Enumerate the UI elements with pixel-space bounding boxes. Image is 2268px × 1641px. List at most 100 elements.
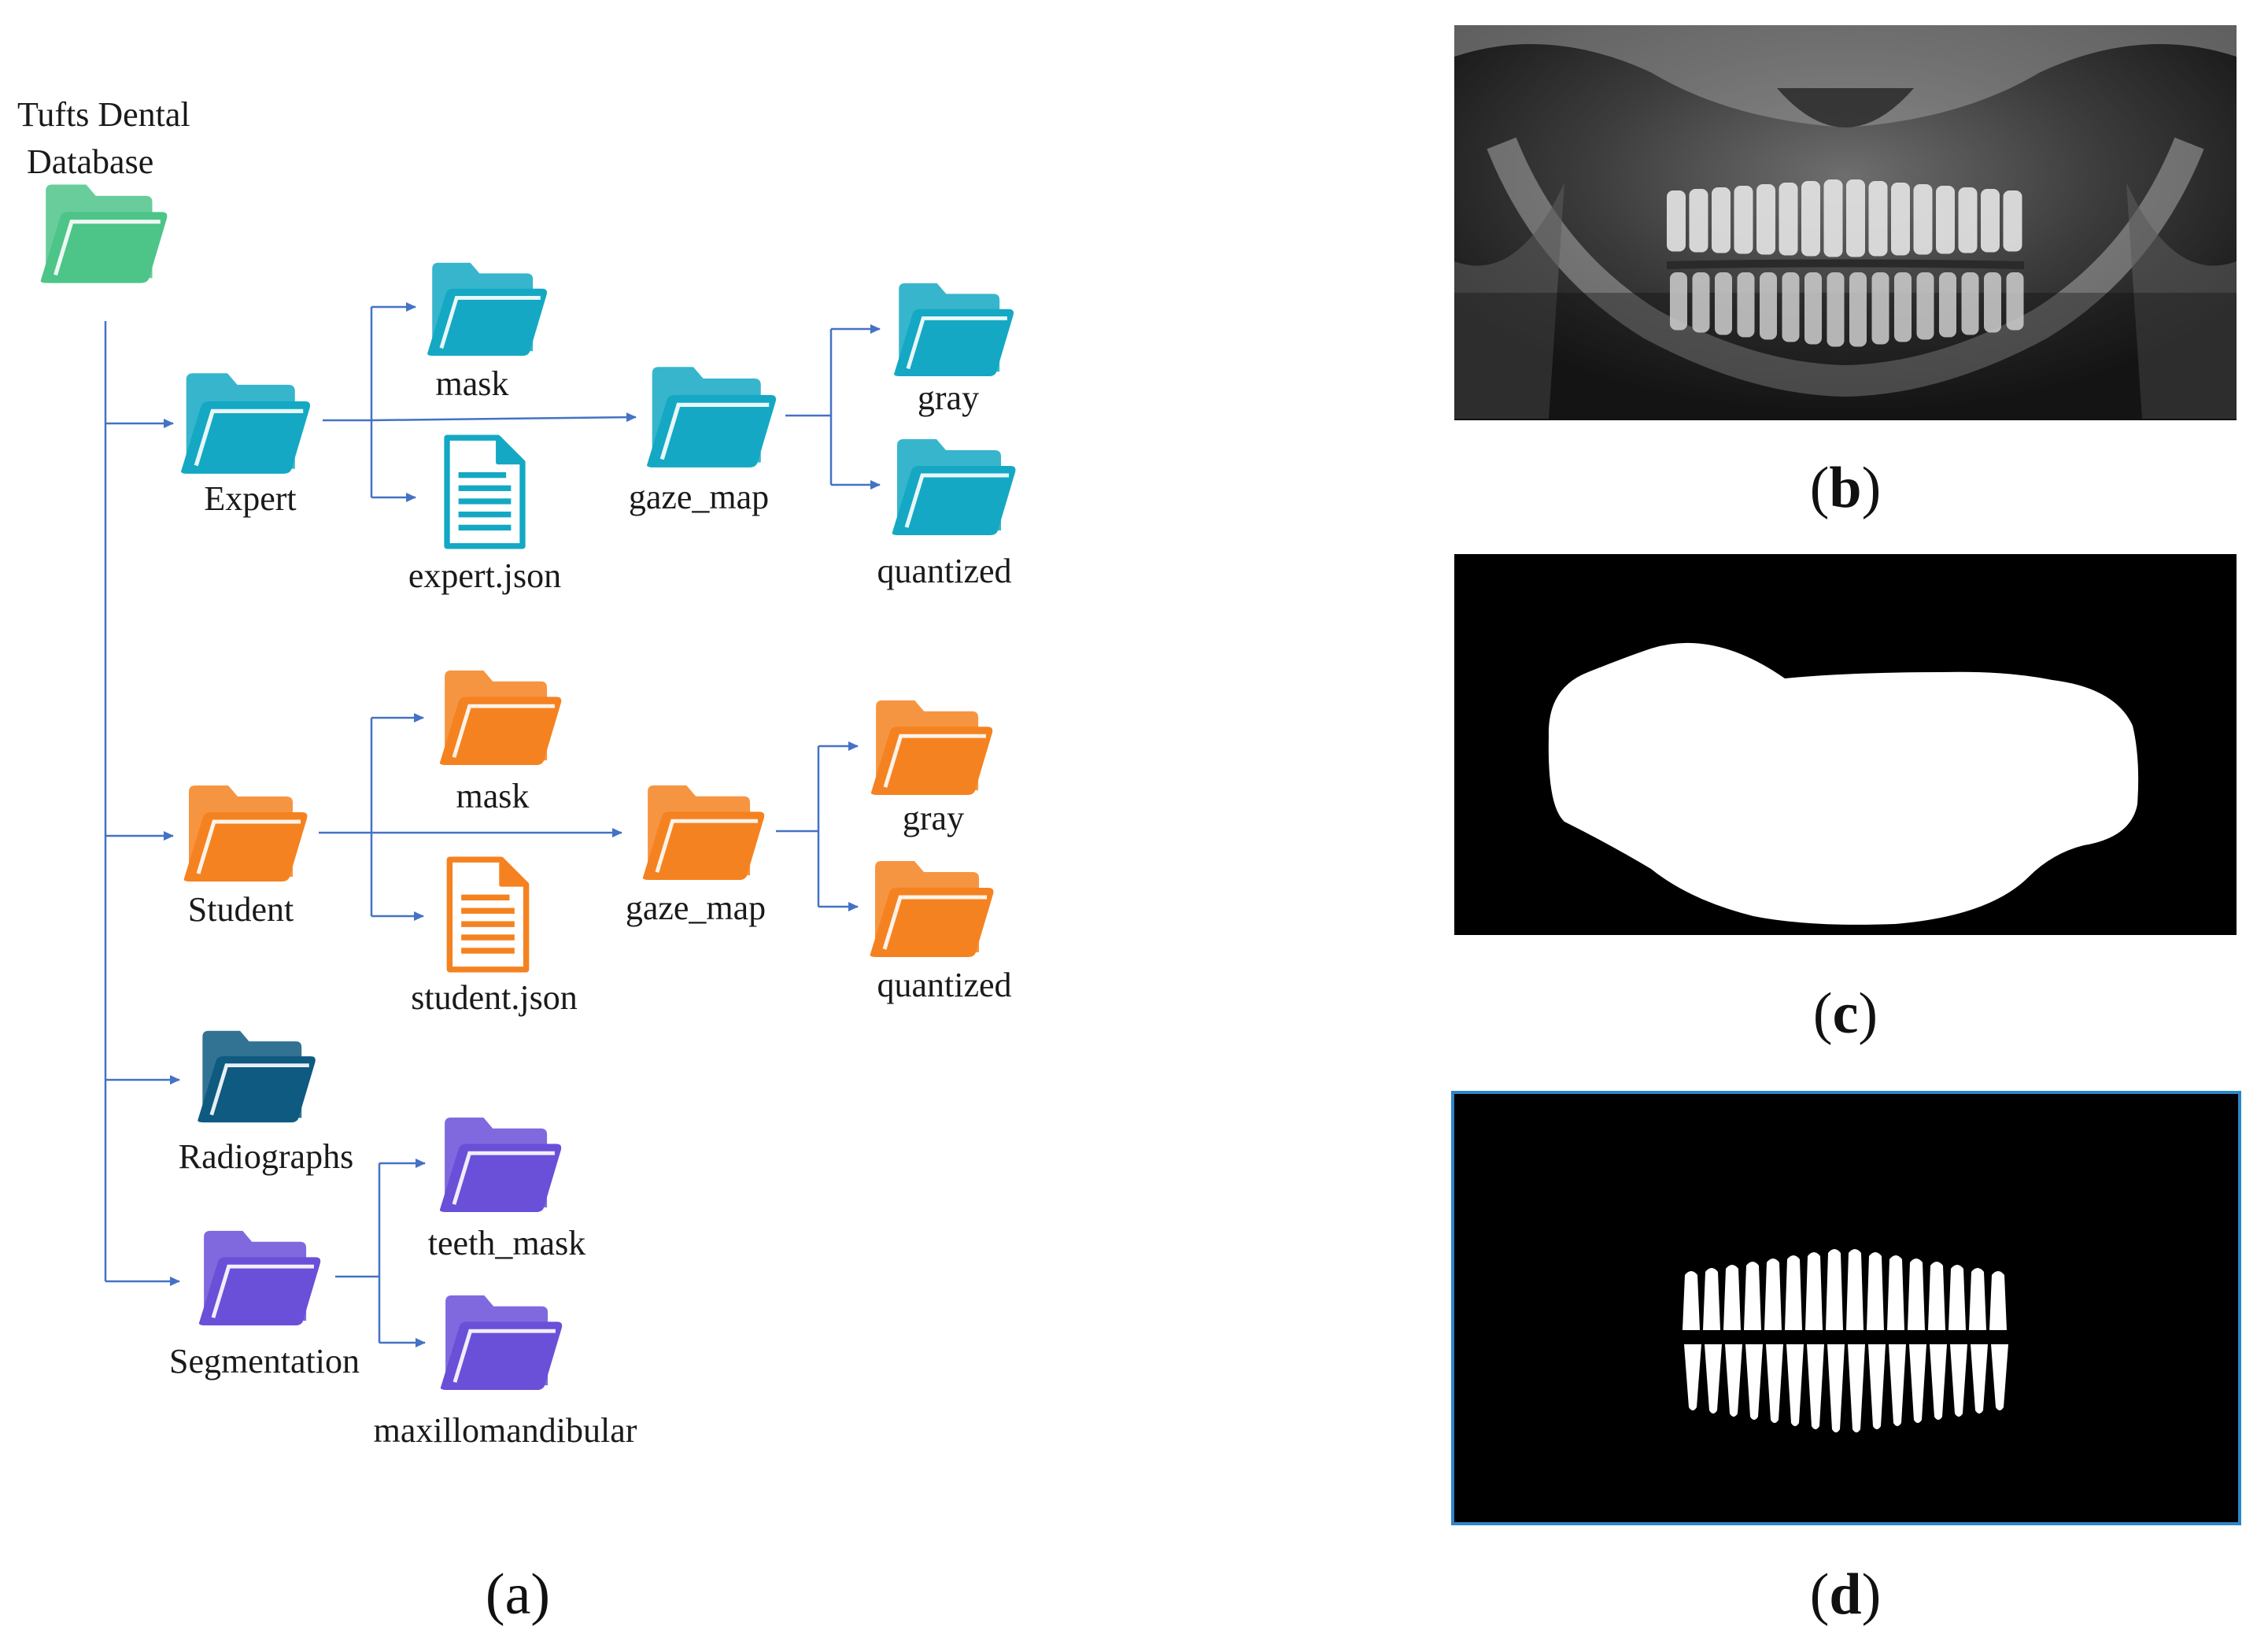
expert-gaze-map-folder-icon	[647, 367, 776, 468]
student-gray-label: gray	[902, 799, 965, 837]
lower-tooth	[1782, 272, 1800, 342]
upper-tooth-mask	[1887, 1255, 1904, 1330]
expert-gray-label: gray	[917, 379, 980, 417]
student-gaze-map-label: gaze_map	[625, 889, 766, 927]
maxillomandibular-mask-image	[1454, 554, 2237, 935]
expert-quantized-label: quantized	[877, 552, 1012, 590]
panel-a-label: (a)	[485, 1562, 551, 1627]
lower-tooth-mask	[1807, 1344, 1824, 1429]
upper-tooth	[1779, 183, 1798, 256]
upper-tooth-mask	[1826, 1249, 1843, 1330]
expert-gaze-map-label: gaze_map	[628, 478, 770, 516]
student-label: Student	[187, 890, 294, 929]
lower-tooth-mask	[1868, 1344, 1886, 1429]
lower-tooth-mask	[1725, 1344, 1742, 1417]
student-gray-folder-icon	[871, 700, 992, 795]
upper-tooth	[1689, 189, 1708, 253]
lower-tooth	[1916, 272, 1934, 340]
lower-tooth	[1670, 272, 1687, 331]
lower-tooth	[1760, 272, 1777, 340]
lower-tooth-mask	[1848, 1344, 1865, 1432]
maxillomandibular-label: maxillomandibular	[373, 1411, 637, 1450]
student-mask-folder-icon	[440, 671, 561, 765]
lower-tooth	[2006, 272, 2024, 331]
student-gaze-map-folder-icon	[643, 785, 764, 880]
lower-tooth-mask	[1930, 1344, 1947, 1420]
panel-b-label: (b)	[1809, 456, 1882, 520]
lower-tooth-mask	[1745, 1344, 1763, 1420]
expert-quantized-folder-icon	[892, 439, 1016, 535]
radiographs-folder-icon	[198, 1031, 315, 1122]
lower-tooth	[1894, 272, 1912, 342]
lower-tooth-mask	[1786, 1344, 1804, 1426]
upper-tooth	[1958, 187, 1978, 253]
root-label-line2: Database	[27, 142, 154, 181]
upper-tooth-mask	[1764, 1258, 1782, 1330]
student-quantized-label: quantized	[877, 966, 1012, 1004]
lower-tooth-mask	[1971, 1344, 1988, 1414]
student-folder-icon	[184, 785, 308, 881]
segmentation-label: Segmentation	[169, 1342, 360, 1380]
lower-tooth-mask	[1991, 1344, 2008, 1410]
panel-c-label: (c)	[1812, 981, 1878, 1046]
expert-json-document-icon	[447, 438, 523, 546]
upper-tooth	[1846, 179, 1865, 257]
upper-tooth-mask	[1948, 1265, 1966, 1330]
upper-tooth-mask	[1683, 1271, 1700, 1330]
upper-tooth-mask	[1785, 1255, 1802, 1330]
expert-gray-folder-icon	[894, 283, 1014, 376]
lower-tooth-mask	[1889, 1344, 1906, 1426]
lower-tooth	[1715, 272, 1732, 335]
teeth-mask-folder-icon	[440, 1118, 561, 1212]
lower-tooth-mask	[1950, 1344, 1967, 1417]
upper-tooth	[1891, 183, 1910, 256]
lower-tooth-mask	[1684, 1344, 1701, 1410]
upper-tooth-mask	[1908, 1258, 1925, 1330]
teeth-mask-label: teeth_mask	[427, 1224, 586, 1262]
upper-tooth-mask	[1928, 1262, 1945, 1330]
expert-label: Expert	[204, 479, 297, 518]
radiographs-label: Radiographs	[178, 1137, 354, 1176]
lower-tooth	[1984, 272, 2001, 333]
upper-tooth-mask	[1989, 1271, 2007, 1330]
lower-tooth-mask	[1909, 1344, 1926, 1423]
upper-tooth	[1734, 186, 1753, 254]
student-json-document-icon	[449, 859, 526, 970]
upper-tooth-mask	[1723, 1265, 1741, 1330]
connector-lines	[104, 302, 881, 1347]
panel-d-label: (d)	[1809, 1562, 1882, 1627]
upper-tooth-mask	[1867, 1252, 1884, 1330]
upper-tooth	[1823, 179, 1843, 257]
root-folder-icon	[41, 185, 168, 283]
segmentation-folder-icon	[199, 1231, 320, 1325]
lower-tooth	[1871, 272, 1889, 345]
upper-tooth	[1712, 187, 1731, 253]
lower-tooth	[1692, 272, 1710, 333]
upper-tooth	[1868, 181, 1888, 257]
lower-tooth-mask	[1705, 1344, 1722, 1414]
upper-tooth-mask	[1846, 1249, 1864, 1330]
lower-tooth-mask	[1827, 1344, 1845, 1432]
upper-tooth	[1936, 186, 1955, 254]
lower-tooth	[1961, 272, 1979, 335]
lower-tooth	[1827, 272, 1845, 347]
student-mask-label: mask	[456, 777, 530, 815]
upper-tooth	[1801, 181, 1820, 257]
expert-mask-label: mask	[435, 364, 509, 403]
upper-tooth-mask	[1969, 1268, 1986, 1330]
upper-tooth	[1756, 184, 1775, 255]
upper-tooth	[1667, 190, 1686, 252]
lower-tooth	[1939, 272, 1956, 338]
upper-tooth-mask	[1805, 1252, 1823, 1330]
upper-tooth	[1913, 184, 1933, 255]
lower-tooth	[1804, 272, 1822, 345]
student-quantized-folder-icon	[870, 861, 994, 957]
upper-tooth	[2003, 190, 2022, 252]
upper-tooth-mask	[1744, 1262, 1761, 1330]
lower-tooth	[1849, 272, 1867, 347]
upper-tooth-mask	[1703, 1268, 1720, 1330]
expert-json-label: expert.json	[408, 556, 562, 595]
root-label-line1: Tufts Dental	[17, 95, 190, 134]
